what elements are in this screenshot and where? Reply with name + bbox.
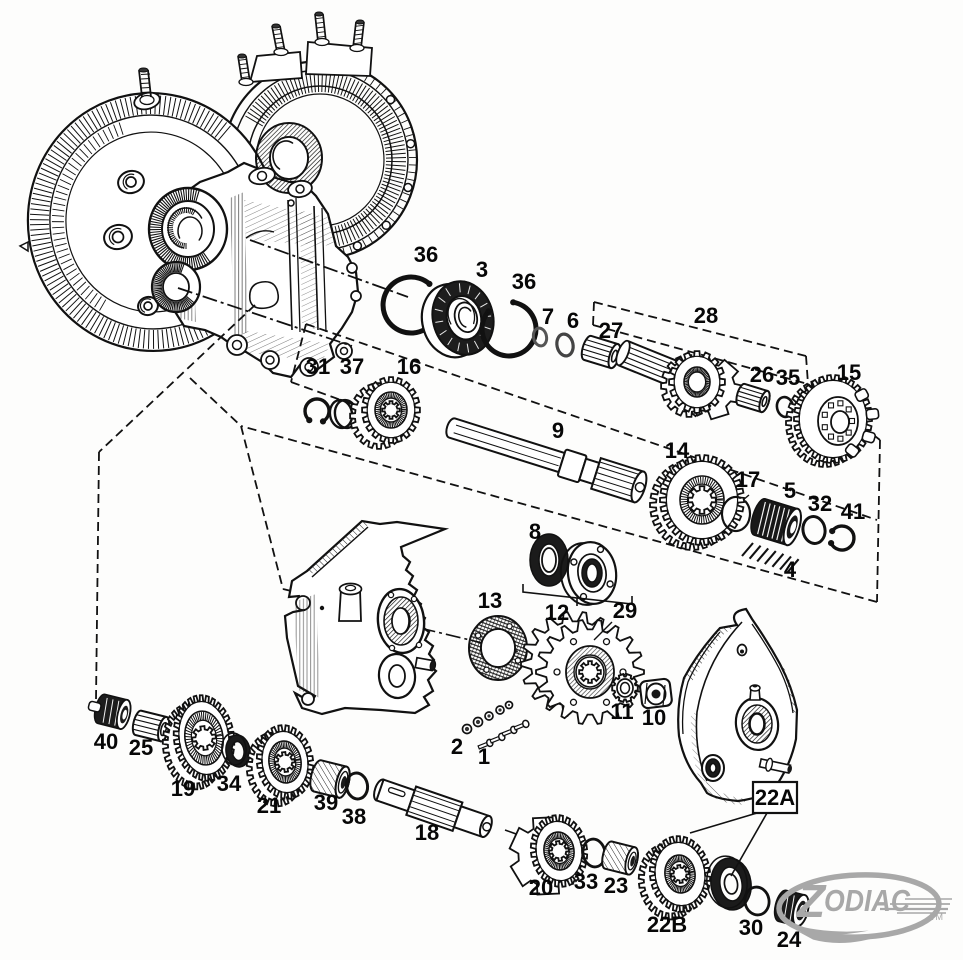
svg-text:22B: 22B (647, 912, 687, 937)
svg-text:23: 23 (604, 873, 628, 898)
svg-text:16: 16 (397, 354, 421, 379)
svg-text:11: 11 (610, 699, 633, 724)
svg-text:32: 32 (808, 491, 832, 516)
svg-text:36: 36 (414, 242, 438, 267)
svg-text:Z: Z (795, 875, 827, 927)
svg-text:7: 7 (542, 304, 554, 329)
svg-text:13: 13 (478, 588, 502, 613)
svg-text:35: 35 (776, 365, 800, 390)
svg-text:39: 39 (314, 790, 338, 815)
svg-text:28: 28 (694, 303, 718, 328)
svg-text:ODIAC: ODIAC (824, 883, 911, 918)
svg-text:8: 8 (529, 519, 541, 544)
svg-text:38: 38 (342, 804, 366, 829)
svg-text:40: 40 (94, 729, 118, 754)
svg-text:12: 12 (545, 600, 569, 625)
svg-text:21: 21 (257, 793, 281, 818)
svg-text:26: 26 (750, 362, 774, 387)
svg-text:5: 5 (784, 478, 796, 503)
svg-text:6: 6 (567, 308, 579, 333)
svg-text:34: 34 (217, 771, 242, 796)
svg-text:19: 19 (171, 776, 195, 801)
svg-text:22A: 22A (755, 785, 795, 810)
svg-text:9: 9 (552, 418, 564, 443)
svg-text:3: 3 (476, 257, 488, 282)
svg-text:36: 36 (512, 269, 536, 294)
svg-text:TM: TM (930, 912, 943, 922)
svg-text:10: 10 (642, 705, 666, 730)
svg-text:2: 2 (451, 734, 463, 759)
svg-text:27: 27 (599, 318, 623, 343)
svg-text:15: 15 (837, 360, 861, 385)
svg-text:33: 33 (574, 869, 598, 894)
svg-text:24: 24 (777, 927, 802, 952)
svg-text:18: 18 (415, 820, 439, 845)
svg-text:41: 41 (841, 499, 865, 524)
svg-text:30: 30 (739, 915, 763, 940)
svg-text:17: 17 (736, 467, 760, 492)
svg-text:20: 20 (529, 875, 553, 900)
svg-text:1: 1 (478, 744, 490, 769)
svg-text:31: 31 (306, 354, 330, 379)
svg-text:29: 29 (613, 598, 637, 623)
svg-text:4: 4 (784, 557, 797, 582)
svg-text:14: 14 (665, 438, 690, 463)
svg-text:25: 25 (129, 735, 153, 760)
svg-text:37: 37 (340, 354, 364, 379)
